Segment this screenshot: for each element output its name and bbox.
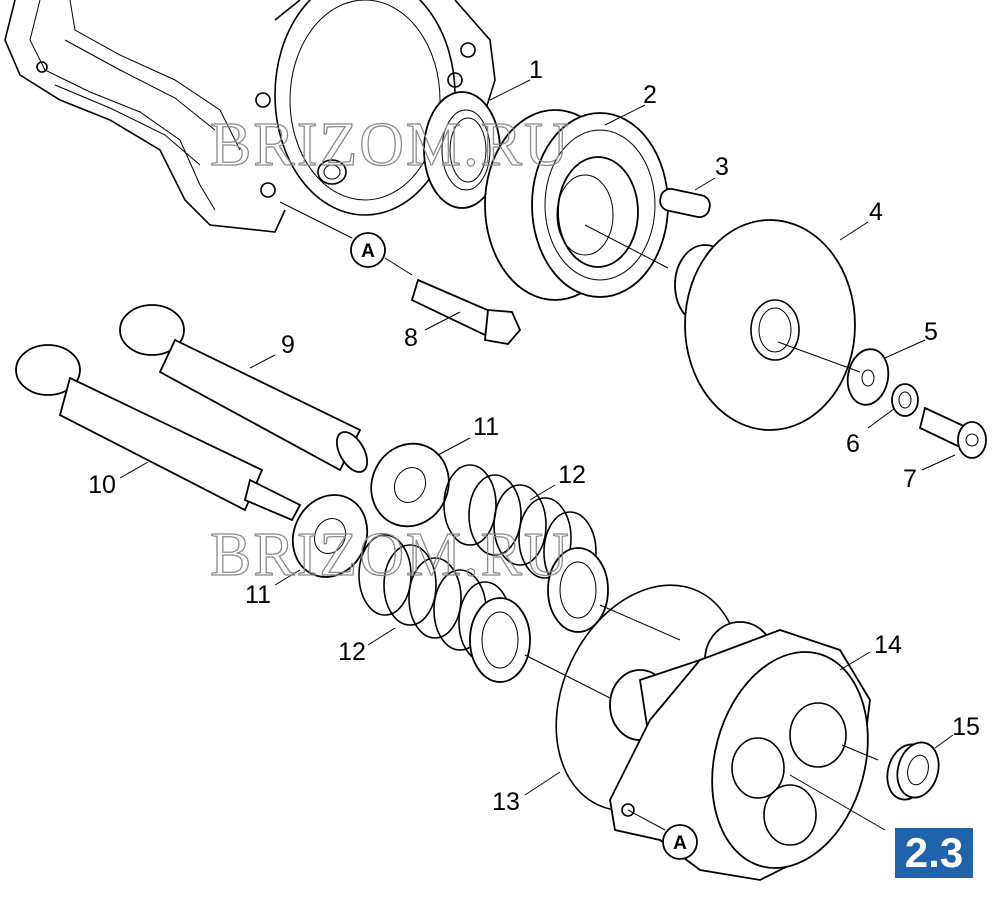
- callout-leaders: [119, 79, 956, 796]
- callout-6: 6: [846, 430, 860, 458]
- part-12-spring-lower: [358, 534, 531, 683]
- part-15-seal: [886, 741, 940, 801]
- part-2-bearing: [484, 109, 669, 301]
- part-14-valve-housing: [609, 621, 871, 881]
- part-1-seal: [423, 91, 501, 209]
- part-9-plunger: [119, 304, 369, 473]
- part-10-plunger: [15, 344, 302, 522]
- part-6-spring-washer: [891, 383, 919, 417]
- callout-8: 8: [404, 324, 418, 352]
- callout-5: 5: [924, 318, 938, 346]
- callout-2: 2: [643, 81, 657, 109]
- callout-1: 1: [529, 56, 543, 84]
- part-7-cap-screw: [918, 406, 987, 459]
- callout-13: 13: [492, 788, 520, 816]
- part-4-disk: [674, 219, 856, 431]
- callout-12-lower: 12: [338, 638, 366, 666]
- part-5-washer: [846, 348, 890, 406]
- reference-mark-a-lower: A: [662, 824, 698, 860]
- callout-10: 10: [88, 471, 116, 499]
- callout-4: 4: [869, 198, 883, 226]
- reference-mark-label: A: [361, 241, 375, 262]
- part-11-washer-lower: [291, 494, 369, 578]
- callout-14: 14: [874, 631, 902, 659]
- watermark-lower: BRIZOM.RU: [210, 521, 571, 589]
- callout-7: 7: [903, 465, 917, 493]
- callout-9: 9: [281, 331, 295, 359]
- part-12-spring-upper: [443, 464, 609, 633]
- callout-numbers: 1 2 3 4 5 6 7 8 9 10 11 11 12 12 13 14 1…: [88, 56, 980, 816]
- reference-mark-label: A: [673, 833, 687, 854]
- watermark-upper: BRIZOM.RU: [210, 111, 571, 179]
- callout-15: 15: [952, 713, 980, 741]
- assembly-axis-lines: [279, 201, 886, 831]
- callout-11-lower: 11: [245, 581, 271, 609]
- callout-3: 3: [715, 153, 729, 181]
- reference-mark-a-upper: A: [350, 232, 386, 268]
- part-8-bolt: [410, 278, 522, 345]
- section-page-badge: 2.3: [895, 828, 973, 878]
- callout-11-upper: 11: [473, 413, 499, 441]
- part-3-key: [659, 188, 711, 218]
- callout-12-upper: 12: [558, 461, 586, 489]
